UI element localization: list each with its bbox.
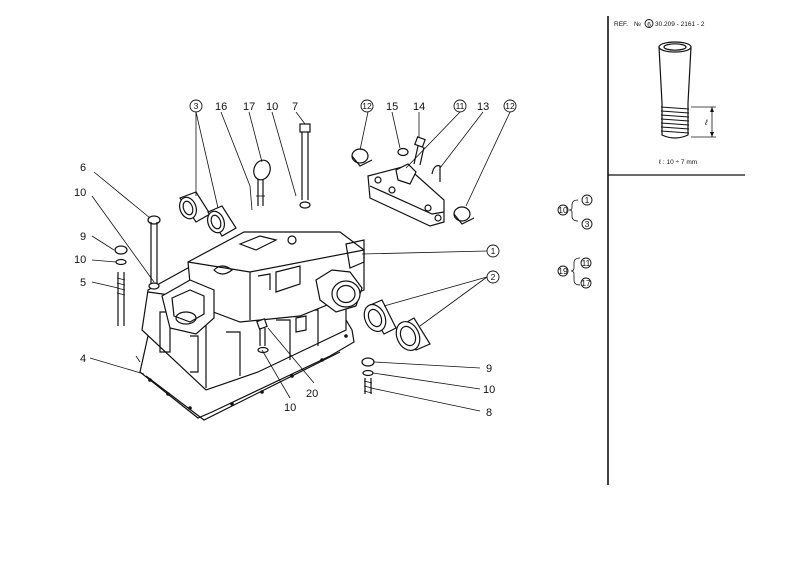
bracket-assembly xyxy=(351,136,475,227)
dimension-letter: ℓ xyxy=(704,118,708,127)
stud-6 xyxy=(147,215,161,290)
callout-9-left: 9 xyxy=(80,231,86,243)
legend-key-19: 19 xyxy=(558,266,568,276)
legend-group-19: 19 11 17 xyxy=(557,257,592,289)
callout-9-right: 9 xyxy=(486,363,492,375)
fastener-stack-right xyxy=(361,357,375,394)
callout-6: 6 xyxy=(80,162,86,174)
callout-7: 7 xyxy=(292,101,298,113)
thread-length-note: ℓ : 10 ÷ 7 mm xyxy=(659,159,697,166)
ref-code: 30.209 - 2161 - 2 xyxy=(655,21,705,28)
bushing-pair-2 xyxy=(363,299,431,352)
ref-no: № xyxy=(634,21,641,28)
ref-prefix: REF. xyxy=(614,21,628,28)
callout-5: 5 xyxy=(80,277,86,289)
legend-item-11: 11 xyxy=(582,258,591,268)
threaded-sleeve-inset: ℓ ℓ : 10 ÷ 7 mm xyxy=(658,41,716,166)
callout-16: 16 xyxy=(215,101,227,113)
callout-1: 1 xyxy=(491,246,496,256)
stud-7 xyxy=(299,123,311,209)
callout-12-right: 12 xyxy=(505,101,515,111)
reference-header: REF. № 6 30.209 - 2161 - 2 xyxy=(614,19,705,29)
legend-key-10: 10 xyxy=(558,205,568,215)
callout-10-left: 10 xyxy=(74,187,86,199)
callout-14: 14 xyxy=(413,101,425,113)
ref-circle xyxy=(644,19,654,28)
part-callouts: 3 16 17 10 7 12 15 14 11 13 12 6 10 9 10… xyxy=(74,99,517,419)
bushing-pair-3 xyxy=(178,191,237,237)
fastener-stack-left xyxy=(114,245,128,326)
callout-8: 8 xyxy=(486,407,492,419)
callout-4: 4 xyxy=(80,353,86,365)
callout-12-top: 12 xyxy=(362,101,372,111)
callout-10-right: 10 xyxy=(483,384,495,396)
legend-group-10: 10 1 3 xyxy=(557,194,593,230)
ref-circle-num: 6 xyxy=(647,22,651,29)
legend-item-3: 3 xyxy=(585,219,590,229)
callout-2: 2 xyxy=(491,272,496,282)
legend-item-17: 17 xyxy=(581,278,591,288)
callout-3: 3 xyxy=(194,101,199,111)
gearbox-housing xyxy=(139,231,365,421)
callout-15: 15 xyxy=(386,101,398,113)
callout-11: 11 xyxy=(456,101,465,111)
callout-20: 20 xyxy=(306,388,318,400)
callout-10-top: 10 xyxy=(266,101,278,113)
leader-lines xyxy=(89,111,511,412)
callout-10-bottom: 10 xyxy=(284,402,296,414)
eye-bolt xyxy=(253,159,271,206)
callout-17: 17 xyxy=(243,101,255,113)
bolt-20 xyxy=(256,318,269,354)
legend-item-1: 1 xyxy=(585,195,590,205)
callout-13: 13 xyxy=(477,101,489,113)
callout-10-left2: 10 xyxy=(74,254,86,266)
